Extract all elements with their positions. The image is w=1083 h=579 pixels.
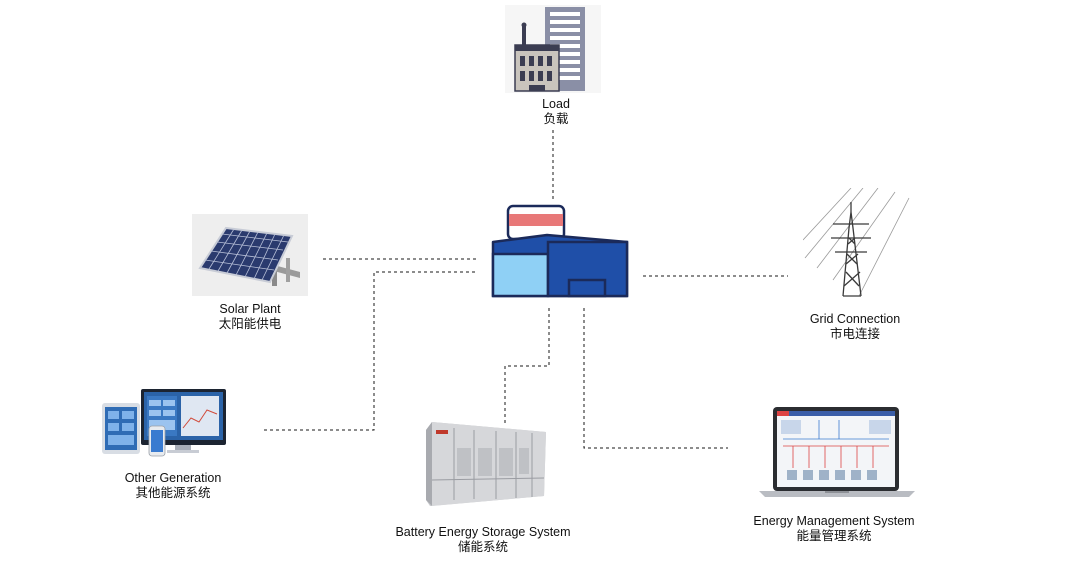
grid-label-zh: 市电连接 [810,327,900,342]
load-node [505,5,601,93]
load-label-en: Load [542,97,570,112]
ems-label: Energy Management System 能量管理系统 [753,514,914,544]
solar-label: Solar Plant 太阳能供电 [219,302,282,332]
other-node [101,388,227,458]
factory-building-icon [505,5,601,93]
ems-label-zh: 能量管理系统 [753,529,914,544]
load-label: Load 负载 [542,97,570,127]
energy-hub [489,203,632,300]
load-label-zh: 负载 [542,112,570,127]
bess-label: Battery Energy Storage System 储能系统 [395,525,570,555]
bess-node [424,420,548,508]
ems-node [759,406,915,498]
solar-label-en: Solar Plant [219,302,282,317]
monitoring-devices-icon [101,388,227,458]
solar-node [192,214,308,296]
bess-label-en: Battery Energy Storage System [395,525,570,540]
solar-panel-icon [192,214,308,296]
battery-container-icon [424,420,548,508]
other-label: Other Generation 其他能源系统 [125,471,222,501]
ems-label-en: Energy Management System [753,514,914,529]
bess-label-zh: 储能系统 [395,540,570,555]
solar-label-zh: 太阳能供电 [219,317,282,332]
other-label-en: Other Generation [125,471,222,486]
transmission-tower-icon [803,188,913,298]
energy-hub-building-icon [489,203,632,300]
grid-node [803,188,913,298]
grid-label: Grid Connection 市电连接 [810,312,900,342]
laptop-dashboard-icon [759,406,915,498]
other-label-zh: 其他能源系统 [125,486,222,501]
connector-bess [505,308,549,425]
grid-label-en: Grid Connection [810,312,900,327]
connector-ems [584,308,728,448]
